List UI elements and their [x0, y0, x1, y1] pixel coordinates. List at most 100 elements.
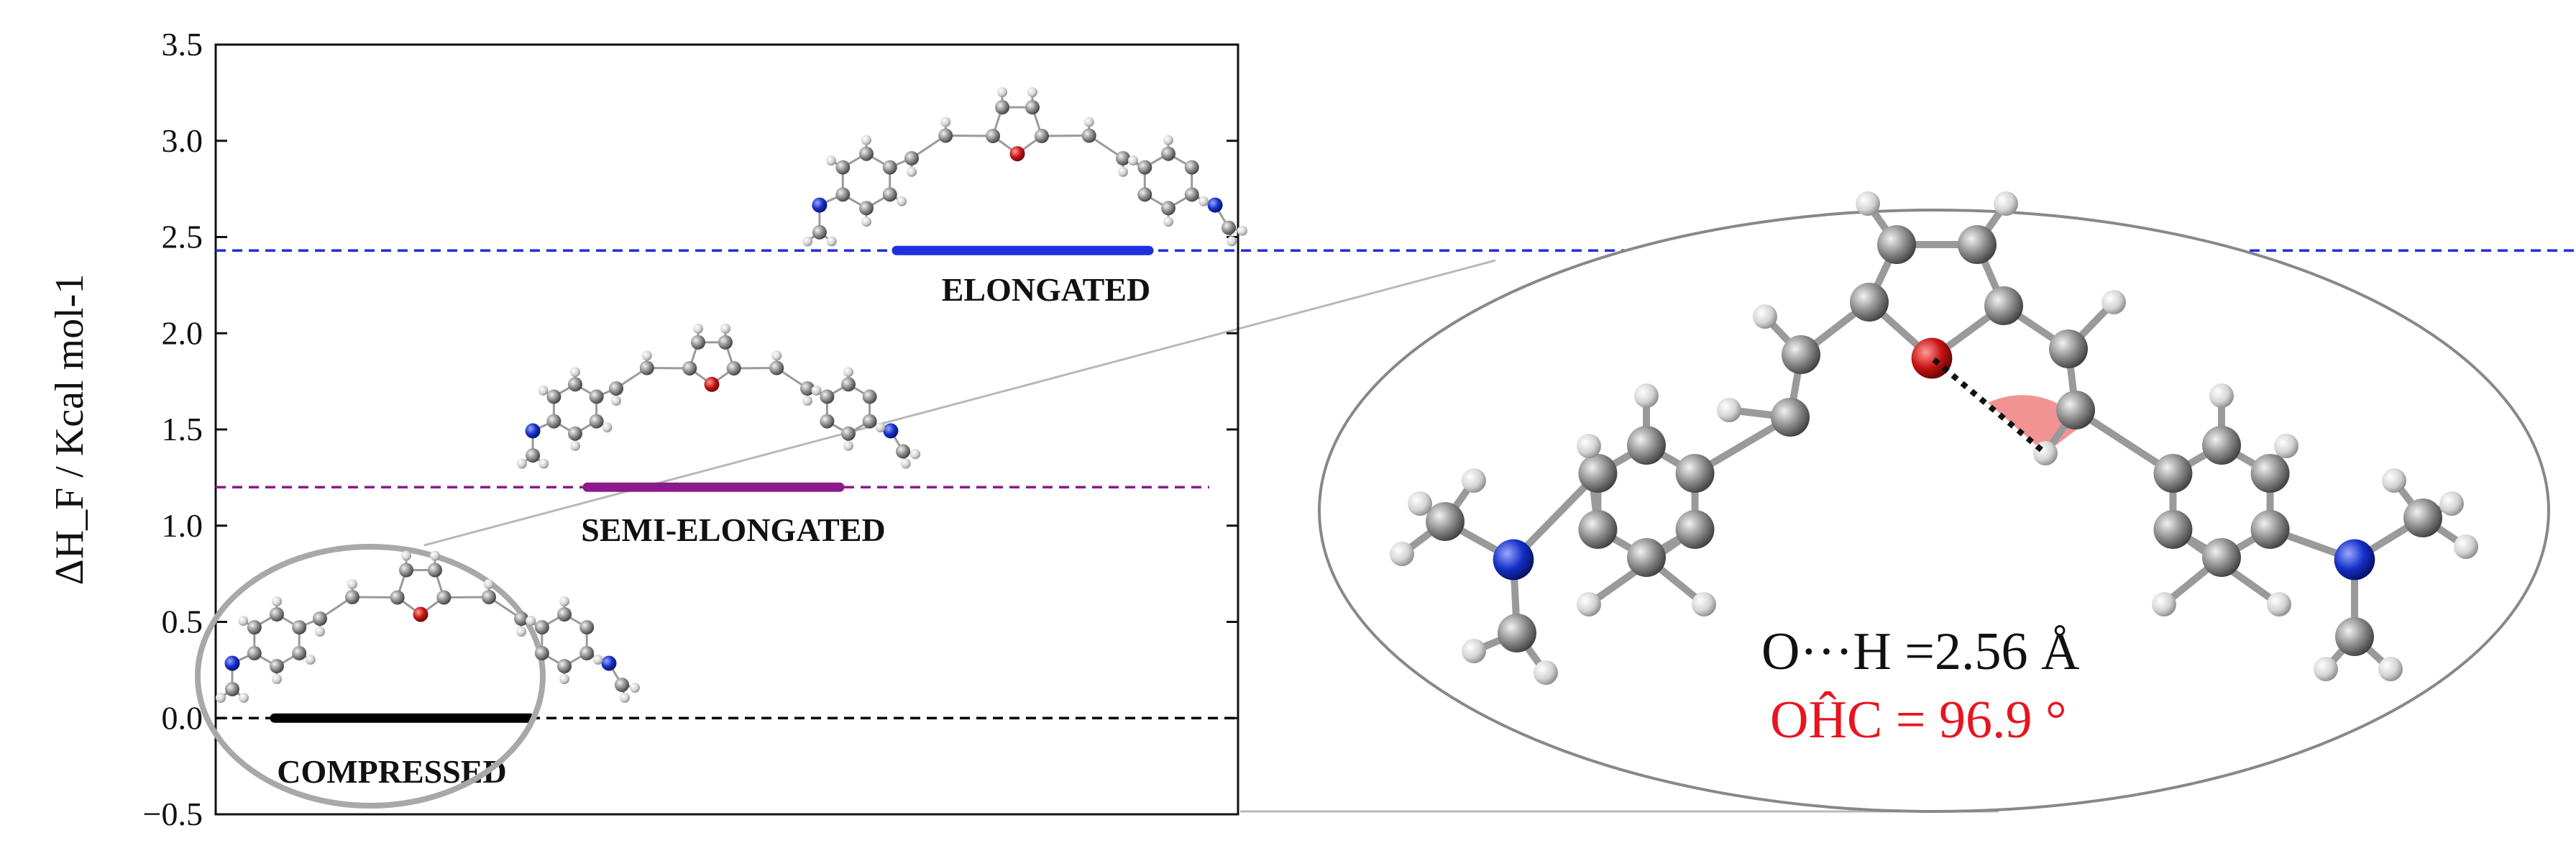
atom-C — [841, 377, 856, 392]
atom-C — [1034, 129, 1049, 144]
atom-C — [986, 129, 1001, 144]
atom-C — [639, 360, 654, 376]
atom-H — [315, 627, 325, 637]
atom-H — [1692, 592, 1716, 616]
atom-H — [843, 367, 853, 378]
molecule-zoomed-detail — [1390, 191, 2478, 685]
atom-H — [641, 350, 652, 361]
atom-C — [1221, 220, 1236, 235]
y-axis-ticks: 3.53.02.52.01.51.00.50.0−0.5 — [143, 26, 1238, 832]
atom-C — [247, 620, 262, 634]
atom-C — [292, 620, 307, 634]
atom-C — [292, 646, 307, 660]
atom-N — [812, 197, 828, 213]
atom-H — [2378, 657, 2403, 681]
atom-C — [800, 381, 815, 396]
atom-C — [1984, 286, 2023, 325]
atom-C — [2153, 454, 2193, 493]
molecule-semi-elongated — [516, 323, 921, 469]
molecule-compressed — [216, 550, 640, 703]
atom-H — [429, 550, 440, 561]
atom-H — [2101, 290, 2126, 314]
atom-C — [1137, 187, 1152, 202]
atom-H — [861, 135, 871, 145]
atom-H — [997, 87, 1008, 98]
atom-C — [579, 620, 595, 634]
atom-C — [390, 590, 405, 605]
atom-H — [516, 458, 527, 469]
atom-H — [620, 693, 630, 703]
atom-H — [592, 655, 603, 665]
atom-C — [1137, 160, 1152, 175]
angle-annotation: OĤC = 96.9 ° — [1770, 691, 2067, 750]
atom-C — [859, 201, 874, 216]
atom-C — [1877, 225, 1916, 264]
atom-H — [1163, 135, 1173, 145]
atom-C — [534, 646, 549, 660]
atom-C — [557, 607, 572, 622]
atom-H — [802, 236, 813, 247]
atom-H — [1634, 383, 1659, 408]
atom-H — [1118, 166, 1128, 177]
atom-C — [546, 389, 562, 404]
atom-N — [601, 655, 617, 671]
atom-C — [1081, 128, 1096, 143]
atom-H — [1856, 191, 1880, 216]
atom-H — [2274, 434, 2298, 458]
atom-C — [1627, 538, 1666, 577]
compressed-highlight-ellipse — [195, 544, 546, 809]
atom-H — [1462, 468, 1486, 493]
atom-H — [875, 422, 886, 433]
bond — [1040, 135, 1091, 137]
atom-C — [2202, 426, 2241, 465]
atom-C — [691, 335, 706, 350]
atom-C — [568, 426, 582, 441]
atom-C — [2250, 510, 2290, 549]
atom-H — [1994, 191, 2018, 216]
atom-C — [482, 590, 496, 604]
atom-N — [1493, 539, 1534, 581]
atom-H — [216, 693, 226, 703]
atom-H — [2267, 592, 2291, 616]
atom-C — [682, 360, 697, 376]
y-tick-label: 2.0 — [162, 314, 203, 351]
atom-C — [1850, 283, 1889, 322]
atom-H — [272, 596, 282, 606]
atom-C — [718, 335, 733, 350]
label-elongated: ELONGATED — [942, 271, 1151, 308]
atom-N — [883, 423, 899, 439]
atom-H — [693, 323, 704, 334]
atom-H — [611, 396, 621, 406]
atom-C — [1675, 454, 1715, 493]
atom-H — [1534, 660, 1558, 685]
atom-H — [2382, 468, 2406, 493]
atom-H — [602, 422, 613, 433]
atom-C — [436, 590, 452, 605]
atom-H — [1462, 639, 1486, 663]
y-tick-label: 1.5 — [162, 411, 203, 447]
distance-annotation: O···H =2.56 Å — [1761, 622, 2079, 681]
atom-C — [1184, 160, 1199, 175]
atom-C — [769, 360, 784, 376]
atom-H — [538, 385, 549, 396]
atom-C — [2403, 499, 2442, 537]
zoom-ellipse — [1318, 209, 2550, 813]
atom-C — [2335, 617, 2374, 656]
atom-C — [1426, 502, 1465, 541]
molecule-models — [216, 87, 2478, 703]
atom-C — [615, 678, 629, 692]
zoom-connector-top — [423, 259, 1496, 547]
atom-O — [1911, 337, 1953, 379]
atom-N — [224, 655, 240, 671]
atom-C — [2250, 454, 2290, 493]
y-axis-title: ΔH_F / Kcal mol-1 — [47, 274, 92, 586]
atom-C — [270, 659, 284, 673]
atom-C — [1578, 510, 1618, 549]
atom-H — [1163, 217, 1173, 227]
atom-C — [1161, 146, 1175, 161]
atom-C — [589, 414, 604, 429]
plot-frame — [214, 43, 1239, 816]
atom-H — [910, 449, 921, 460]
y-tick-label: 3.5 — [162, 26, 203, 63]
